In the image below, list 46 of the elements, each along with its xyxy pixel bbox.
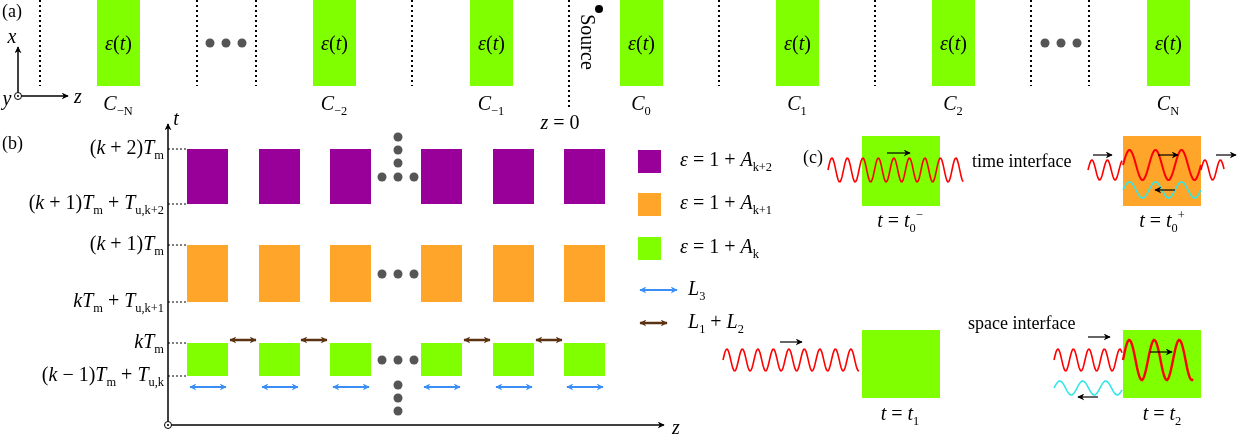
slab-label: ε(t): [940, 31, 967, 55]
cell-label: C$_{0}$: [631, 92, 651, 119]
tick-label: (k − 1)T$_{m}$ + T$_{u,k}$: [41, 362, 164, 390]
legend-label: ε = 1 + A$_{k}$: [680, 234, 759, 262]
permittivity-slab: [470, 0, 513, 86]
legend-label: ε = 1 + A$_{k+2}$: [680, 147, 773, 175]
permittivity-slab: [776, 0, 819, 86]
axis-label: x: [7, 25, 17, 47]
slab-label: ε(t): [628, 31, 655, 55]
legend-label: L$_{3}$: [688, 276, 706, 304]
time-label: t = t$_{2}$: [1142, 401, 1182, 429]
position-label: z = 0: [540, 111, 580, 133]
panel-label: (b): [2, 134, 23, 154]
permittivity-slab: [932, 0, 975, 86]
slab-label: ε(t): [321, 31, 348, 55]
cell-label: C$_{−2}$: [320, 92, 348, 119]
permittivity-slab: [1147, 0, 1190, 86]
tick-label: kT$_{m}$: [134, 329, 164, 357]
tick-label: (k + 1)T$_{m}$: [89, 231, 164, 259]
slab-label: ε(t): [105, 31, 132, 55]
permittivity-slab: [313, 0, 356, 86]
permittivity-slab: [97, 0, 140, 86]
slab-label: ε(t): [478, 31, 505, 55]
time-label: t = t$_{1}$: [880, 401, 920, 429]
tick-label: kT$_{m}$ + T$_{u,k+1}$: [73, 288, 164, 316]
panel-label: (c): [803, 148, 823, 168]
axis-label: t: [173, 107, 179, 129]
tick-label: (k + 2)T$_{m}$: [89, 135, 164, 163]
cell-label: C$_{1}$: [787, 92, 807, 119]
axis-label: z: [672, 416, 680, 438]
permittivity-slab: [620, 0, 663, 86]
panel-label: (a): [2, 2, 22, 22]
axis-label: y: [2, 87, 12, 109]
cell-label: C$_{2}$: [943, 92, 963, 119]
source-label: Source: [577, 14, 599, 70]
cell-label: C$_{−N}$: [103, 92, 133, 119]
cell-label: C$_{−1}$: [477, 92, 505, 119]
legend-label: ε = 1 + A$_{k+1}$: [680, 190, 773, 218]
cell-label: C$_{N}$: [1156, 92, 1180, 119]
axis-label: z: [74, 85, 82, 107]
slab-label: ε(t): [1155, 31, 1182, 55]
tick-label: (k + 1)T$_{m}$ + T$_{u,k+2}$: [28, 190, 164, 218]
interface-label: space interface: [968, 314, 1076, 334]
interface-label: time interface: [972, 152, 1072, 172]
legend-label: L$_{1}$ + L$_{2}$: [688, 309, 744, 337]
slab-label: ε(t): [784, 31, 811, 55]
